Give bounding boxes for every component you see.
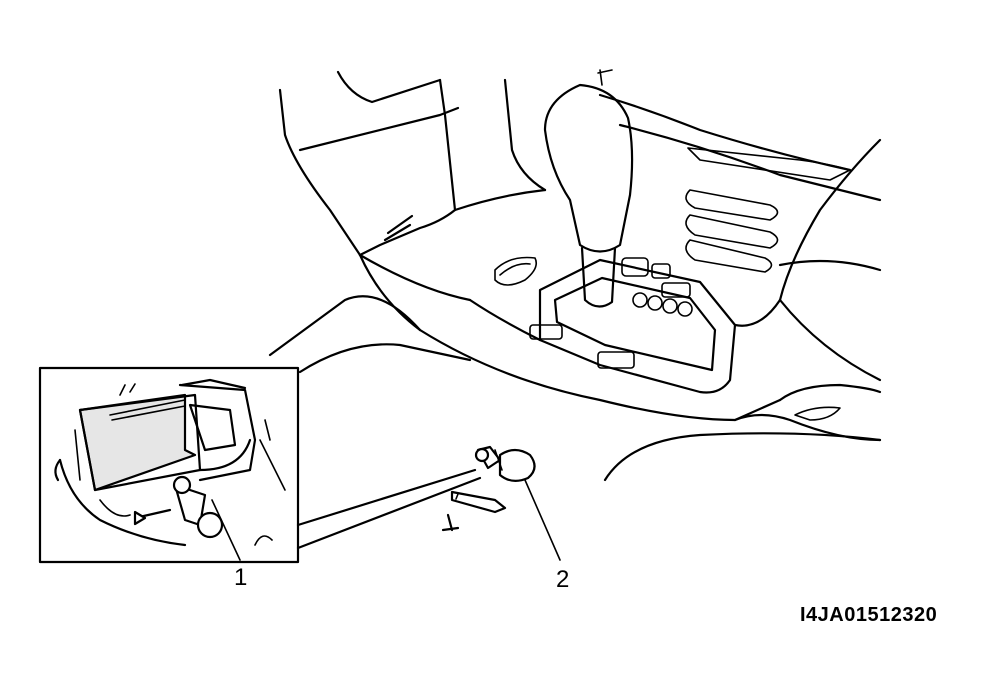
mounting-screw-icon	[441, 513, 460, 532]
dashboard-center-stack	[278, 70, 547, 302]
inset-leader-line-lower	[296, 476, 482, 550]
inset-leader-line-upper	[296, 468, 477, 527]
callout-2-leader	[524, 479, 561, 561]
callout-2-label: 2	[556, 566, 569, 593]
wedge-bulb	[450, 490, 507, 514]
callout-1-label: 1	[234, 564, 247, 591]
inset-detail-box	[38, 366, 300, 564]
figure-id: I4JA01512320	[800, 604, 937, 626]
callout-1-leader	[211, 499, 241, 561]
right-dash-trim	[598, 93, 882, 421]
bulb-socket-assembly	[474, 445, 536, 482]
shift-gate-panel	[529, 257, 737, 394]
gear-shift-knob	[543, 69, 634, 308]
center-console	[268, 253, 882, 482]
